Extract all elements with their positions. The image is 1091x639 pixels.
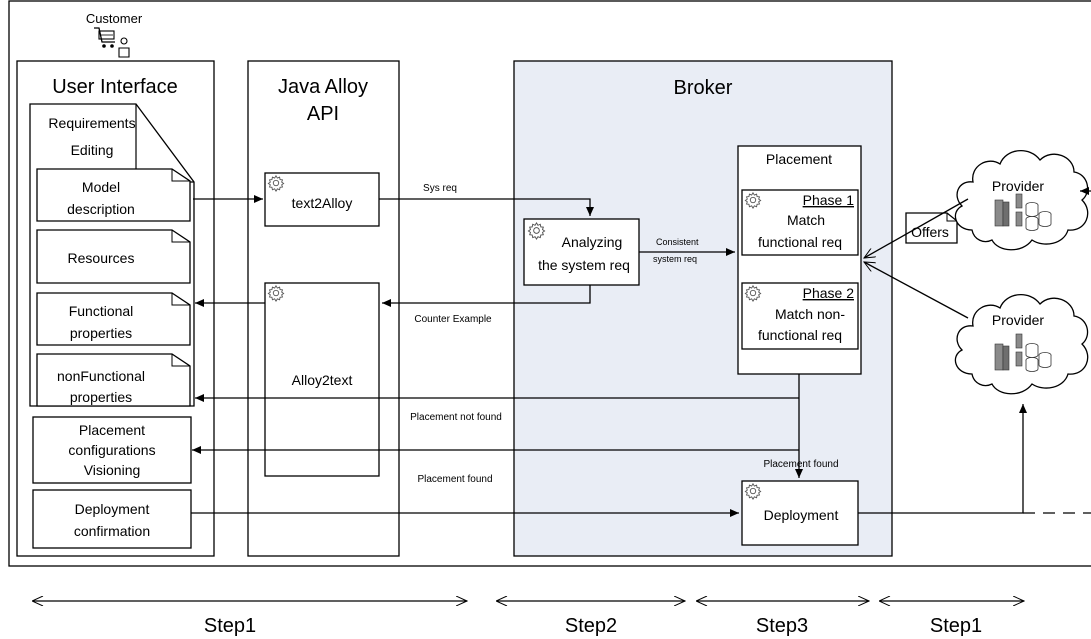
resources-doc: Resources xyxy=(36,229,191,284)
nonfunctional-properties-doc: nonFunctional properties xyxy=(36,353,191,407)
phase1-line1: Match xyxy=(787,212,825,228)
functional-properties-line1: Functional xyxy=(69,303,134,319)
analyzing-box: Analyzing the system req xyxy=(523,218,640,286)
text2alloy-box: text2Alloy xyxy=(264,172,380,227)
nonfunctional-properties-line1: nonFunctional xyxy=(57,368,145,384)
arrow-provider1-to-placement xyxy=(864,198,969,258)
placement-configurations-line3: Visioning xyxy=(84,462,141,478)
server-icon xyxy=(994,333,1023,371)
offers-doc: Offers xyxy=(905,212,958,244)
edge-label-consistent-line2: system req xyxy=(653,254,697,264)
shopping-cart-person-icon xyxy=(94,27,130,58)
phase2-title: Phase 2 xyxy=(803,285,855,301)
requirements-editing-line1: Requirements xyxy=(48,115,135,131)
deployment-label: Deployment xyxy=(764,507,839,523)
provider-cloud-2: Provider xyxy=(954,294,1089,395)
requirements-editing-line2: Editing xyxy=(71,142,114,158)
edge-label-consistent-line1: Consistent xyxy=(656,237,699,247)
model-description-line1: Model xyxy=(82,179,120,195)
phase2-line2: functional req xyxy=(758,327,842,343)
edge-label-counter-example: Counter Example xyxy=(414,314,492,325)
connectors xyxy=(191,187,1091,517)
step-label-1: Step1 xyxy=(204,615,256,637)
phase1-box: Phase 1 Match functional req xyxy=(741,189,859,256)
provider-label-1: Provider xyxy=(992,178,1044,194)
edge-label-placement-found-right: Placement found xyxy=(763,459,838,470)
placement-configurations-line1: Placement xyxy=(79,422,145,438)
functional-properties-line2: properties xyxy=(70,325,132,341)
edge-label-sys-req: Sys req xyxy=(423,183,457,194)
step-label-3: Step3 xyxy=(756,615,808,637)
phase1-line2: functional req xyxy=(758,234,842,250)
java-alloy-api-title-line1: Java Alloy xyxy=(278,76,368,98)
model-description-doc: Model description xyxy=(36,168,191,222)
deployment-confirmation-line2: confirmation xyxy=(74,523,150,539)
customer-label: Customer xyxy=(86,11,143,26)
edge-label-placement-not-found: Placement not found xyxy=(410,412,502,423)
outer-frame xyxy=(8,0,1091,567)
offers-label: Offers xyxy=(911,224,949,240)
user-interface-title: User Interface xyxy=(52,76,178,98)
model-description-line2: description xyxy=(67,201,135,217)
java-alloy-api-title-line2: API xyxy=(307,103,339,125)
placement-configurations-line2: configurations xyxy=(68,442,155,458)
phase2-box: Phase 2 Match non- functional req xyxy=(741,282,859,350)
server-icon xyxy=(994,193,1023,227)
deployment-confirmation-box: Deployment confirmation xyxy=(32,489,192,549)
deployment-confirmation-line1: Deployment xyxy=(75,501,150,517)
functional-properties-doc: Functional properties xyxy=(36,292,191,346)
step-label-4: Step1 xyxy=(930,615,982,637)
provider-label-2: Provider xyxy=(992,312,1044,328)
database-icon xyxy=(1025,343,1052,372)
arrow-counter-example xyxy=(382,285,591,307)
arrow-provider2-to-placement xyxy=(864,262,969,319)
placement-configurations-box: Placement configurations Visioning xyxy=(32,416,192,484)
broker-title: Broker xyxy=(674,77,733,99)
nonfunctional-properties-line2: properties xyxy=(70,389,132,405)
provider-cloud-1: Provider xyxy=(954,150,1089,251)
resources-label: Resources xyxy=(68,250,135,266)
text2alloy-label: text2Alloy xyxy=(292,195,353,211)
analyzing-line1: Analyzing xyxy=(562,234,623,250)
edge-label-placement-found-left: Placement found xyxy=(417,474,492,485)
placement-title: Placement xyxy=(766,151,832,167)
arrow-sys-req xyxy=(379,198,594,216)
phase2-line1: Match non- xyxy=(775,306,845,322)
alloy2text-label: Alloy2text xyxy=(292,372,353,388)
deployment-box: Deployment xyxy=(741,480,859,546)
analyzing-line2: the system req xyxy=(538,257,630,273)
phase1-title: Phase 1 xyxy=(803,192,855,208)
alloy2text-box: Alloy2text xyxy=(264,282,380,477)
database-icon xyxy=(1025,202,1052,231)
step-label-2: Step2 xyxy=(565,615,617,637)
